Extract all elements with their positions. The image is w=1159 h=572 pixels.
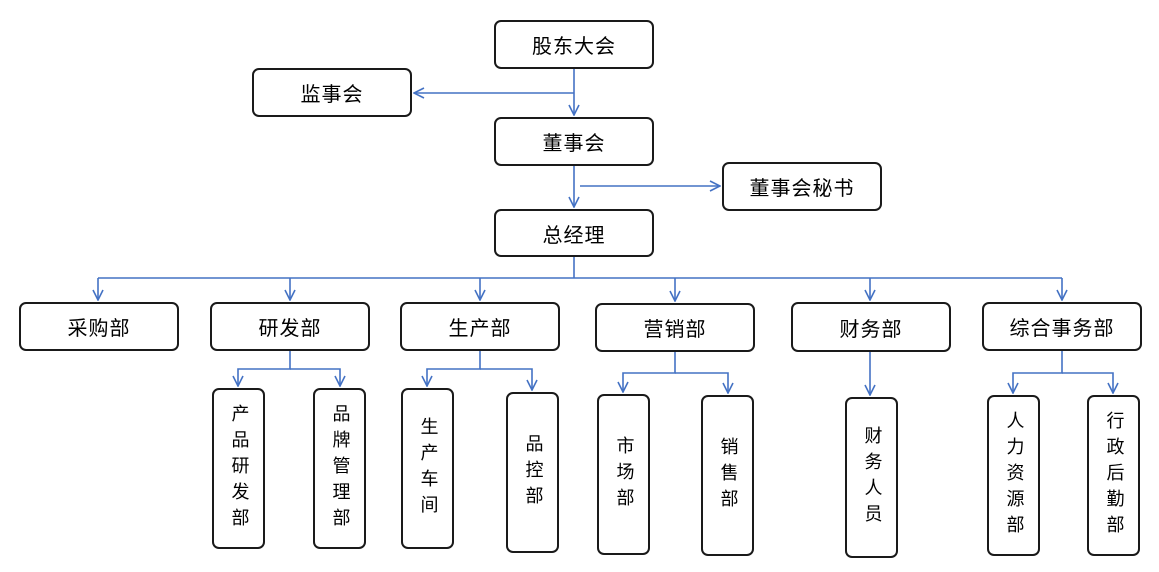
subunit-hr-label: 人力资源部: [1003, 410, 1025, 541]
edge-to-qc: [480, 368, 532, 390]
subunit-market-label: 市场部: [613, 435, 635, 514]
dept-marketing-node: 营销部: [595, 303, 755, 352]
subunit-logistics-node: 行政后勤部: [1087, 395, 1140, 556]
dept-admin-node: 综合事务部: [982, 302, 1142, 351]
subunit-brand-mgmt-node: 品牌管理部: [313, 388, 366, 549]
subunit-finance-staff-node: 财务人员: [845, 397, 898, 558]
dept-production-node: 生产部: [400, 302, 560, 351]
subunit-qc-node: 品控部: [506, 392, 559, 553]
shareholders-meeting-node: 股东大会: [494, 20, 654, 69]
edge-to-hr: [1013, 351, 1063, 393]
subunit-finance-staff-label: 财务人员: [861, 425, 883, 530]
subunit-workshop-node: 生产车间: [401, 388, 454, 549]
shareholders-meeting-label: 股东大会: [532, 34, 616, 58]
dept-marketing-label: 营销部: [643, 317, 707, 341]
subunit-workshop-label: 生产车间: [417, 416, 439, 521]
subunit-brand-mgmt-label: 品牌管理部: [329, 403, 351, 534]
edge-to-sales: [675, 372, 728, 393]
dept-rnd-label: 研发部: [258, 316, 322, 340]
edge-to-workshop: [427, 351, 481, 386]
general-manager-node: 总经理: [494, 209, 654, 257]
dept-finance-node: 财务部: [791, 302, 951, 352]
dept-admin-label: 综合事务部: [1009, 316, 1115, 340]
dept-finance-label: 财务部: [839, 316, 903, 341]
edge-to-product-rnd: [238, 351, 291, 386]
board-secretary-node: 董事会秘书: [722, 162, 882, 211]
subunit-logistics-label: 行政后勤部: [1103, 410, 1125, 541]
subunit-product-rnd-node: 产品研发部: [212, 388, 265, 549]
subunit-qc-label: 品控部: [522, 433, 544, 512]
subunit-sales-label: 销售部: [717, 436, 739, 515]
dept-production-label: 生产部: [448, 316, 512, 340]
subunit-product-rnd-label: 产品研发部: [228, 403, 250, 534]
supervisory-board-node: 监事会: [252, 68, 412, 117]
subunit-sales-node: 销售部: [701, 395, 754, 556]
dept-purchasing-node: 采购部: [19, 302, 179, 351]
edge-to-logistics: [1062, 372, 1113, 393]
board-secretary-label: 董事会秘书: [749, 176, 855, 200]
dept-purchasing-label: 采购部: [67, 316, 131, 340]
edge-to-market: [623, 352, 676, 392]
subunit-hr-node: 人力资源部: [987, 395, 1040, 556]
board-of-directors-node: 董事会: [494, 117, 654, 166]
board-of-directors-label: 董事会: [542, 131, 606, 155]
supervisory-board-label: 监事会: [300, 82, 364, 106]
general-manager-label: 总经理: [542, 222, 606, 247]
subunit-market-node: 市场部: [597, 394, 650, 555]
edge-to-brand-mgmt: [290, 368, 340, 386]
dept-rnd-node: 研发部: [210, 302, 370, 351]
